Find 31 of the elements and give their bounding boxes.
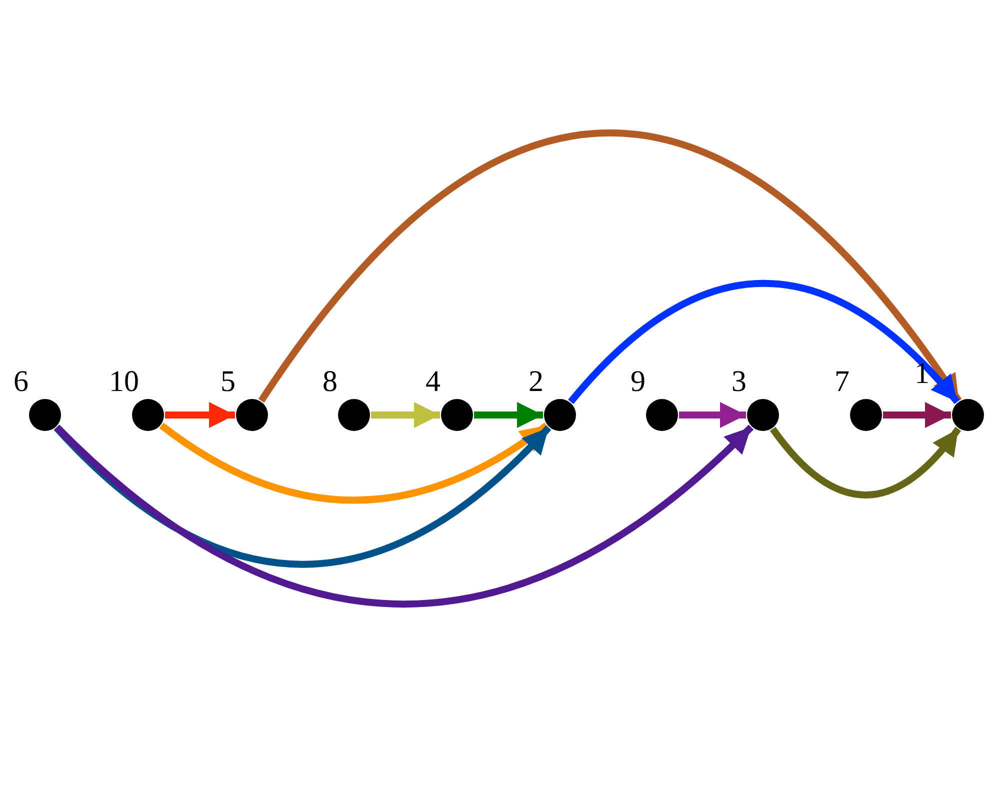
node-number: 3 [732, 367, 746, 397]
node-dot [747, 399, 779, 431]
node-dot [952, 399, 984, 431]
node-number: 7 [834, 367, 850, 397]
arrow [883, 402, 951, 428]
arrow [54, 424, 754, 608]
node-number: 1 [914, 359, 930, 389]
arrow [159, 422, 549, 504]
arrow [165, 402, 235, 428]
node-dot [29, 399, 61, 431]
node-dot [132, 399, 164, 431]
arrow [258, 130, 962, 403]
node-dot [544, 399, 576, 431]
node-number: 10 [109, 367, 139, 397]
arrow [679, 402, 746, 428]
node-dot [338, 399, 370, 431]
node-dot [441, 399, 473, 431]
arrow [371, 402, 440, 428]
node-dot [646, 399, 678, 431]
node-dot [236, 399, 268, 431]
node-number: 5 [220, 367, 236, 397]
node-number: 4 [426, 367, 440, 397]
node-number: 2 [528, 367, 544, 397]
node-number: 6 [14, 367, 28, 397]
arrow [770, 426, 961, 498]
arrow [54, 425, 552, 568]
node-dot [850, 399, 882, 431]
node-number: 9 [630, 367, 646, 397]
arrow [568, 280, 960, 404]
node-number: 8 [322, 367, 338, 397]
arrow [474, 402, 543, 428]
